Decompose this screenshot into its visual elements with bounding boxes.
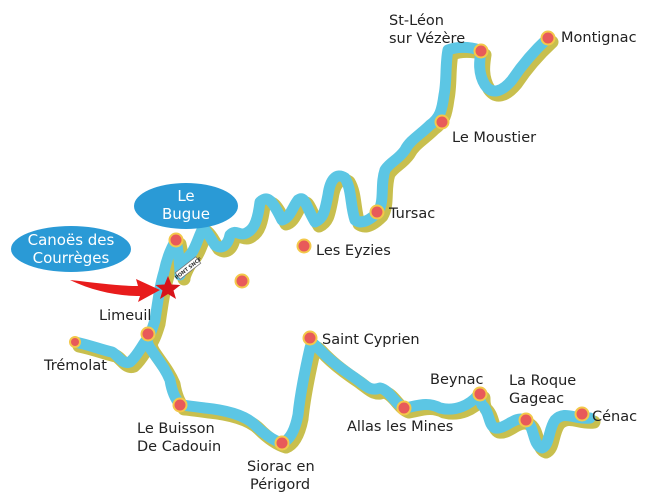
label-limeuil: Limeuil xyxy=(99,308,151,324)
bubble-le-bugue[interactable]: Le Bugue xyxy=(134,183,238,229)
place-markers xyxy=(69,30,590,451)
label-les-eyzies: Les Eyzies xyxy=(316,243,391,259)
label-le-buisson-line2: De Cadouin xyxy=(137,439,221,455)
bubble-canoes-line1: Canoës des xyxy=(28,231,115,249)
location-arrow xyxy=(70,279,160,302)
marker-limeuil[interactable] xyxy=(140,326,156,342)
bubble-le-bugue-line2: Bugue xyxy=(162,205,210,223)
label-montignac: Montignac xyxy=(561,30,637,46)
place-labels: St-Léon sur Vézère Montignac Le Moustier… xyxy=(43,13,637,493)
bubble-le-bugue-line1: Le xyxy=(177,187,194,205)
marker-le-buisson[interactable] xyxy=(172,397,188,413)
label-la-roque-line2: Gageac xyxy=(509,391,564,407)
bubble-canoes[interactable]: Canoës des Courrèges xyxy=(11,226,131,272)
marker-siorac[interactable] xyxy=(274,435,290,451)
marker-st-leon[interactable] xyxy=(473,43,489,59)
label-siorac-line2: Périgord xyxy=(250,477,310,493)
label-beynac: Beynac xyxy=(430,372,484,388)
bubble-le-bugue-shape xyxy=(134,183,238,229)
label-st-leon-line2: sur Vézère xyxy=(389,31,465,47)
label-saint-cyprien: Saint Cyprien xyxy=(322,332,420,348)
marker-cenac[interactable] xyxy=(574,406,590,422)
marker-saint-cyprien[interactable] xyxy=(302,330,318,346)
label-tursac: Tursac xyxy=(388,206,435,222)
label-le-moustier: Le Moustier xyxy=(452,130,536,146)
label-siorac-line1: Siorac en xyxy=(247,459,315,475)
label-le-buisson-line1: Le Buisson xyxy=(137,421,215,437)
marker-les-eyzies[interactable] xyxy=(296,238,312,254)
bubble-canoes-shape xyxy=(11,226,131,272)
marker-la-roque[interactable] xyxy=(518,412,534,428)
label-la-roque-line1: La Roque xyxy=(509,373,576,389)
marker-le-bugue[interactable] xyxy=(168,232,184,248)
label-tremolat: Trémolat xyxy=(43,358,107,374)
marker-le-moustier[interactable] xyxy=(434,114,450,130)
marker-allas[interactable] xyxy=(396,400,412,416)
marker-tremolat[interactable] xyxy=(69,336,81,348)
label-allas: Allas les Mines xyxy=(347,419,453,435)
marker-montignac[interactable] xyxy=(540,30,556,46)
marker-vezere-unnamed[interactable] xyxy=(234,273,250,289)
marker-tursac[interactable] xyxy=(369,204,385,220)
bridge-sign-plate xyxy=(174,256,202,280)
label-st-leon-line1: St-Léon xyxy=(389,13,444,29)
label-cenac: Cénac xyxy=(592,409,637,425)
marker-beynac[interactable] xyxy=(472,386,488,402)
bubble-canoes-line2: Courrèges xyxy=(33,249,110,267)
location-star-icon xyxy=(155,276,181,299)
